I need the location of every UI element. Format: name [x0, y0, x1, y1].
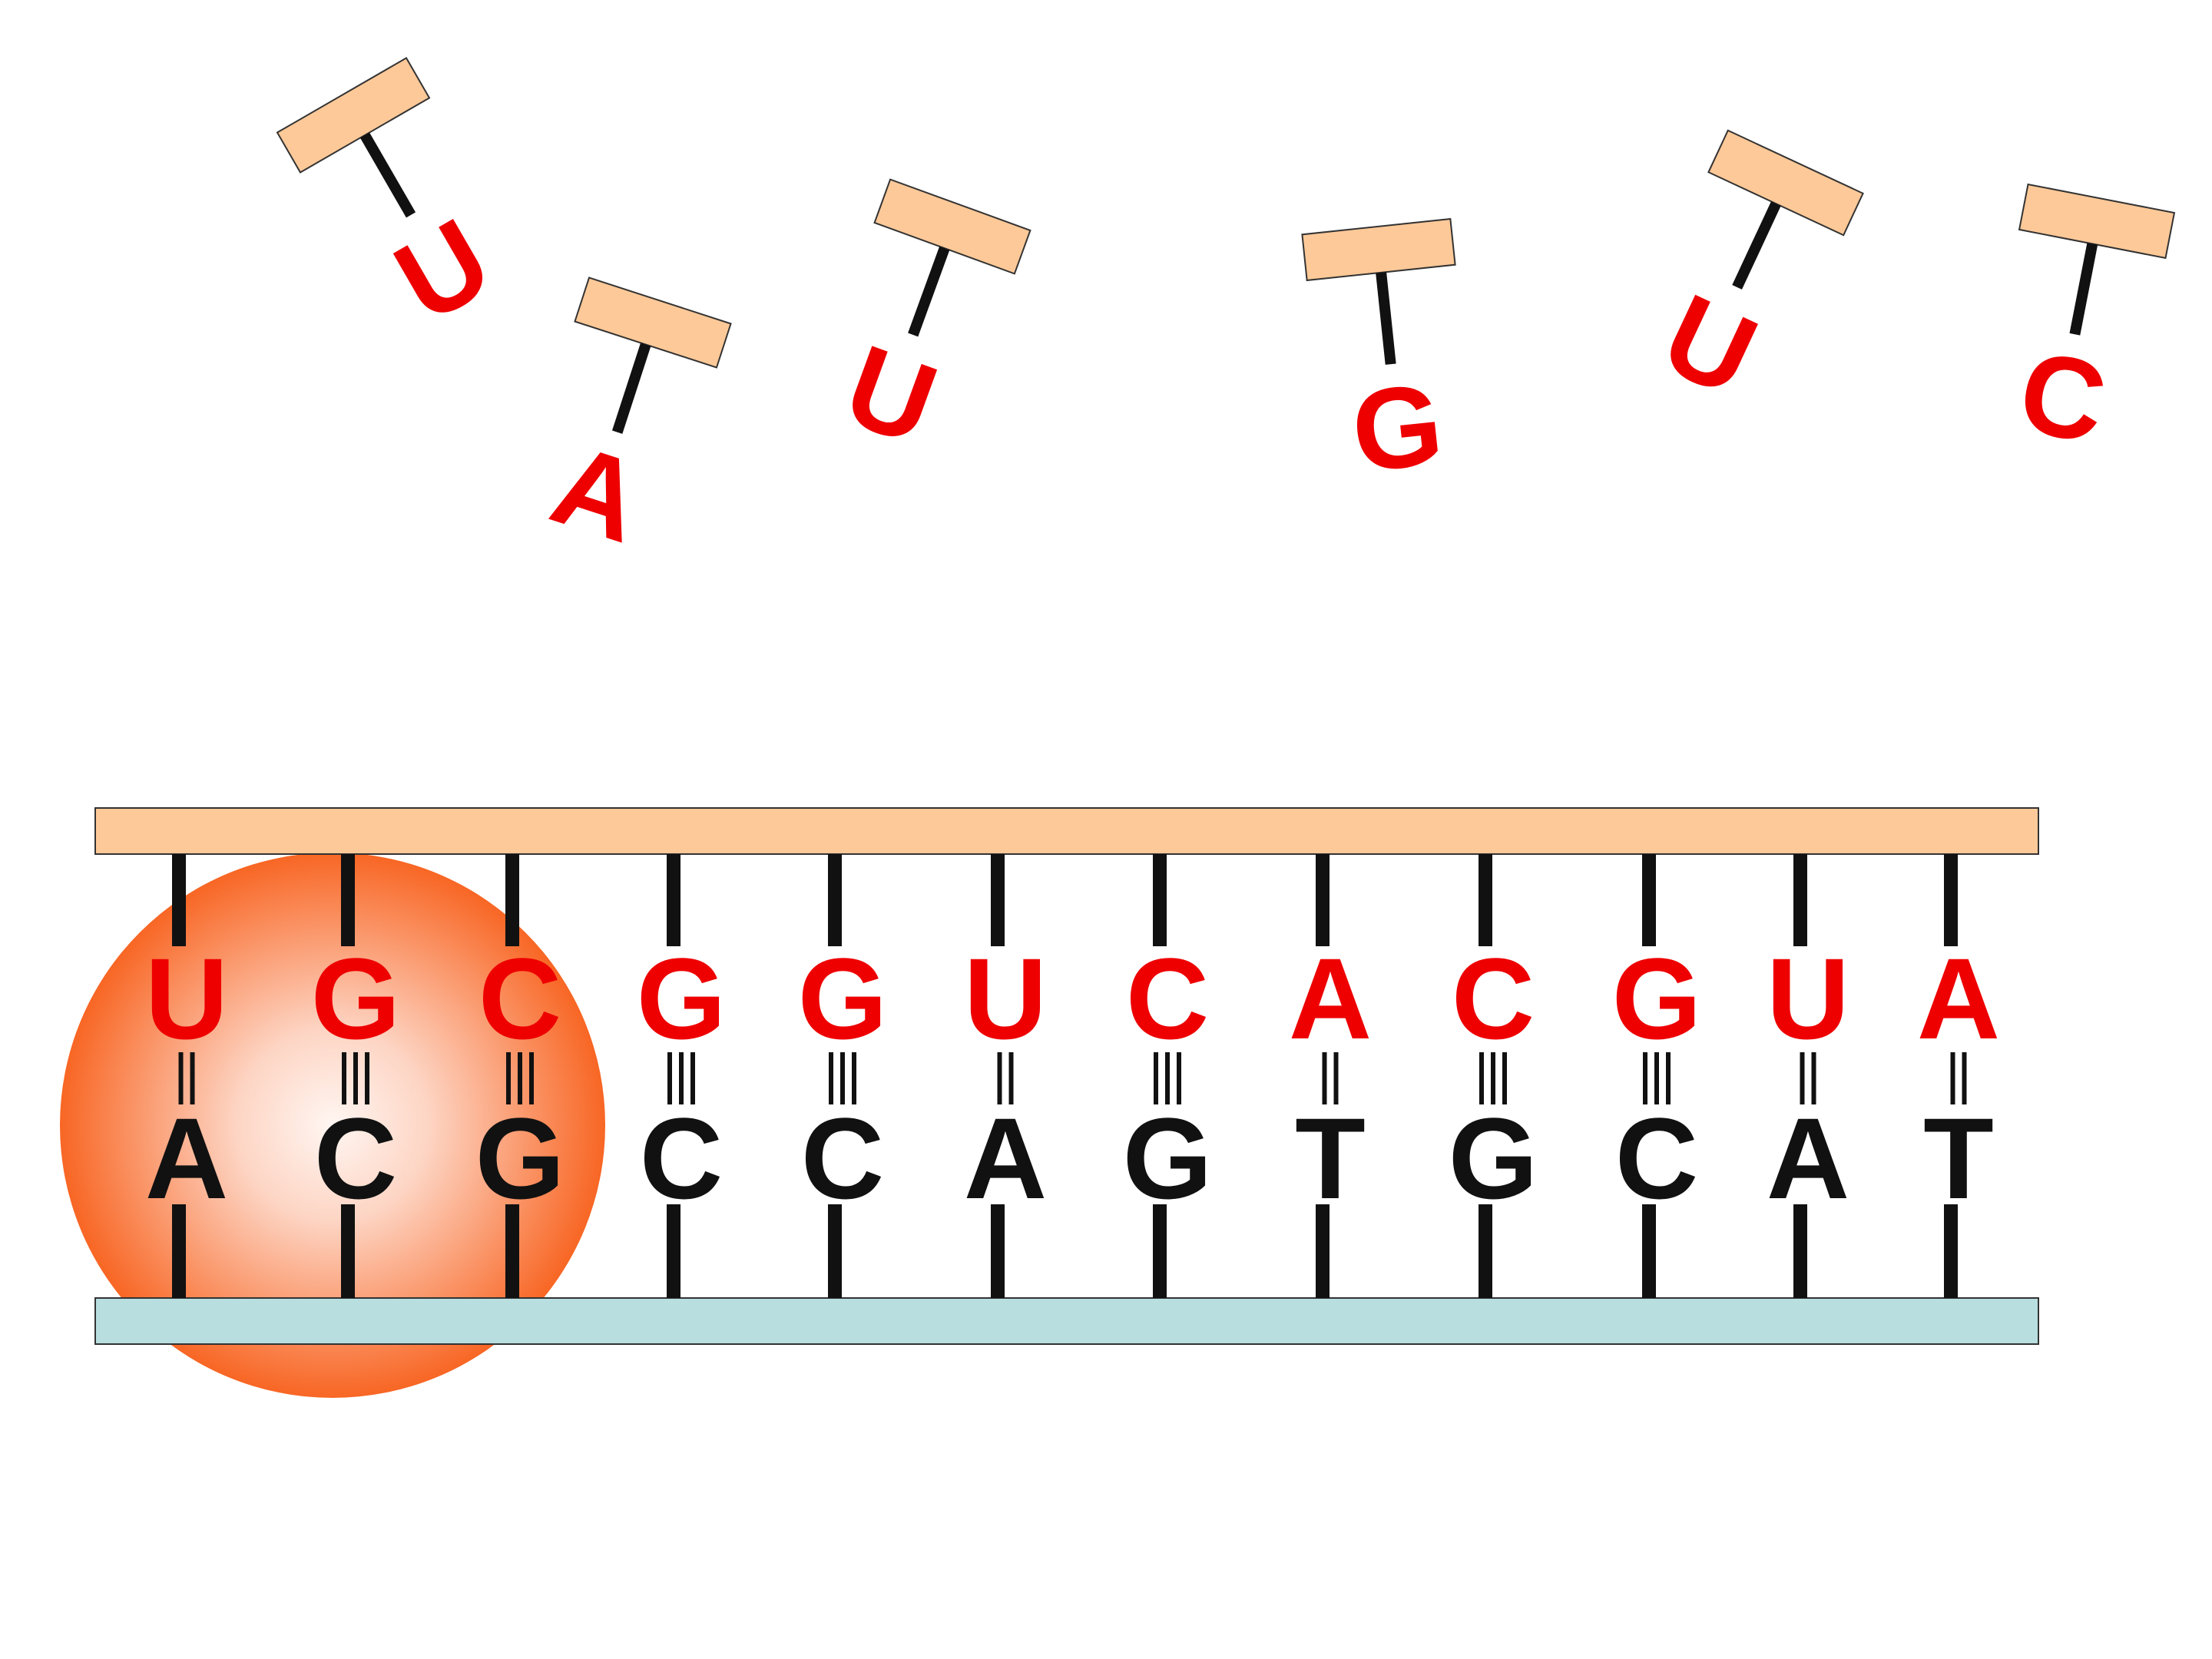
rna-base-letter: C [478, 934, 561, 1063]
nucleotide-stem [1376, 272, 1396, 365]
rna-base-letter: G [1612, 934, 1702, 1063]
free-nucleotide: U [276, 57, 512, 347]
dna-backbone [94, 1297, 2039, 1345]
sugar-phosphate [574, 276, 732, 369]
rna-base-letter: G [637, 934, 727, 1063]
dna-base-letter: C [1615, 1094, 1698, 1223]
dna-base-letter: C [801, 1094, 884, 1223]
rna-base-letter: U [145, 934, 228, 1063]
free-base-letter: U [830, 320, 952, 469]
rna-base-letter: U [1767, 934, 1849, 1063]
free-nucleotide: C [2009, 183, 2176, 469]
base-pair: GC [637, 854, 727, 1298]
rna-base-letter: A [1917, 934, 2000, 1063]
rna-base-letter: G [311, 934, 401, 1063]
dna-base-letter: T [1923, 1094, 1994, 1223]
base-pair: GC [1612, 854, 1702, 1298]
base-pair: UA [145, 854, 228, 1298]
base-pair: GC [798, 854, 888, 1298]
free-base-letter: U [1645, 269, 1775, 421]
sugar-phosphate [1707, 129, 1864, 237]
dna-base-letter: A [145, 1094, 228, 1223]
base-pair: CG [1449, 854, 1538, 1298]
base-pair: UA [964, 854, 1047, 1298]
base-pair: CG [475, 854, 565, 1298]
dna-base-letter: T [1295, 1094, 1366, 1223]
base-pair: UA [1767, 854, 1849, 1298]
free-nucleotide: U [830, 178, 1031, 469]
rna-base-letter: C [1126, 934, 1209, 1063]
base-pair: GC [311, 854, 401, 1298]
nucleotide-stem [908, 246, 950, 337]
nucleotide-stem [1732, 201, 1781, 290]
free-base-letter: U [375, 194, 512, 347]
sugar-phosphate [873, 178, 1031, 275]
base-pair: AT [1289, 854, 1372, 1298]
base-pair: CG [1123, 854, 1213, 1298]
dna-base-letter: G [1449, 1094, 1538, 1223]
rna-base-letter: G [798, 934, 888, 1063]
dna-base-letter: C [640, 1094, 723, 1223]
free-base-letter: A [538, 419, 657, 567]
rna-backbone [94, 807, 2039, 855]
base-pair: AT [1917, 854, 2000, 1298]
sugar-phosphate [1301, 217, 1456, 282]
rna-base-letter: C [1452, 934, 1535, 1063]
free-nucleotide: U [1645, 129, 1864, 421]
dna-base-letter: C [314, 1094, 397, 1223]
free-base-letter: C [2009, 326, 2115, 469]
nucleotide-stem [2069, 243, 2098, 336]
rna-base-letter: A [1289, 934, 1372, 1063]
dna-base-letter: A [964, 1094, 1047, 1223]
nucleotide-stem [611, 343, 651, 434]
rna-base-letter: U [964, 934, 1047, 1063]
dna-base-letter: G [475, 1094, 565, 1223]
nucleotide-stem [359, 132, 416, 218]
rna-polymerase [60, 853, 605, 1398]
free-nucleotide: A [538, 276, 732, 567]
dna-base-letter: G [1123, 1094, 1213, 1223]
free-base-letter: G [1346, 359, 1449, 496]
dna-base-letter: A [1767, 1094, 1849, 1223]
sugar-phosphate [276, 57, 431, 174]
free-nucleotide: G [1301, 217, 1456, 496]
